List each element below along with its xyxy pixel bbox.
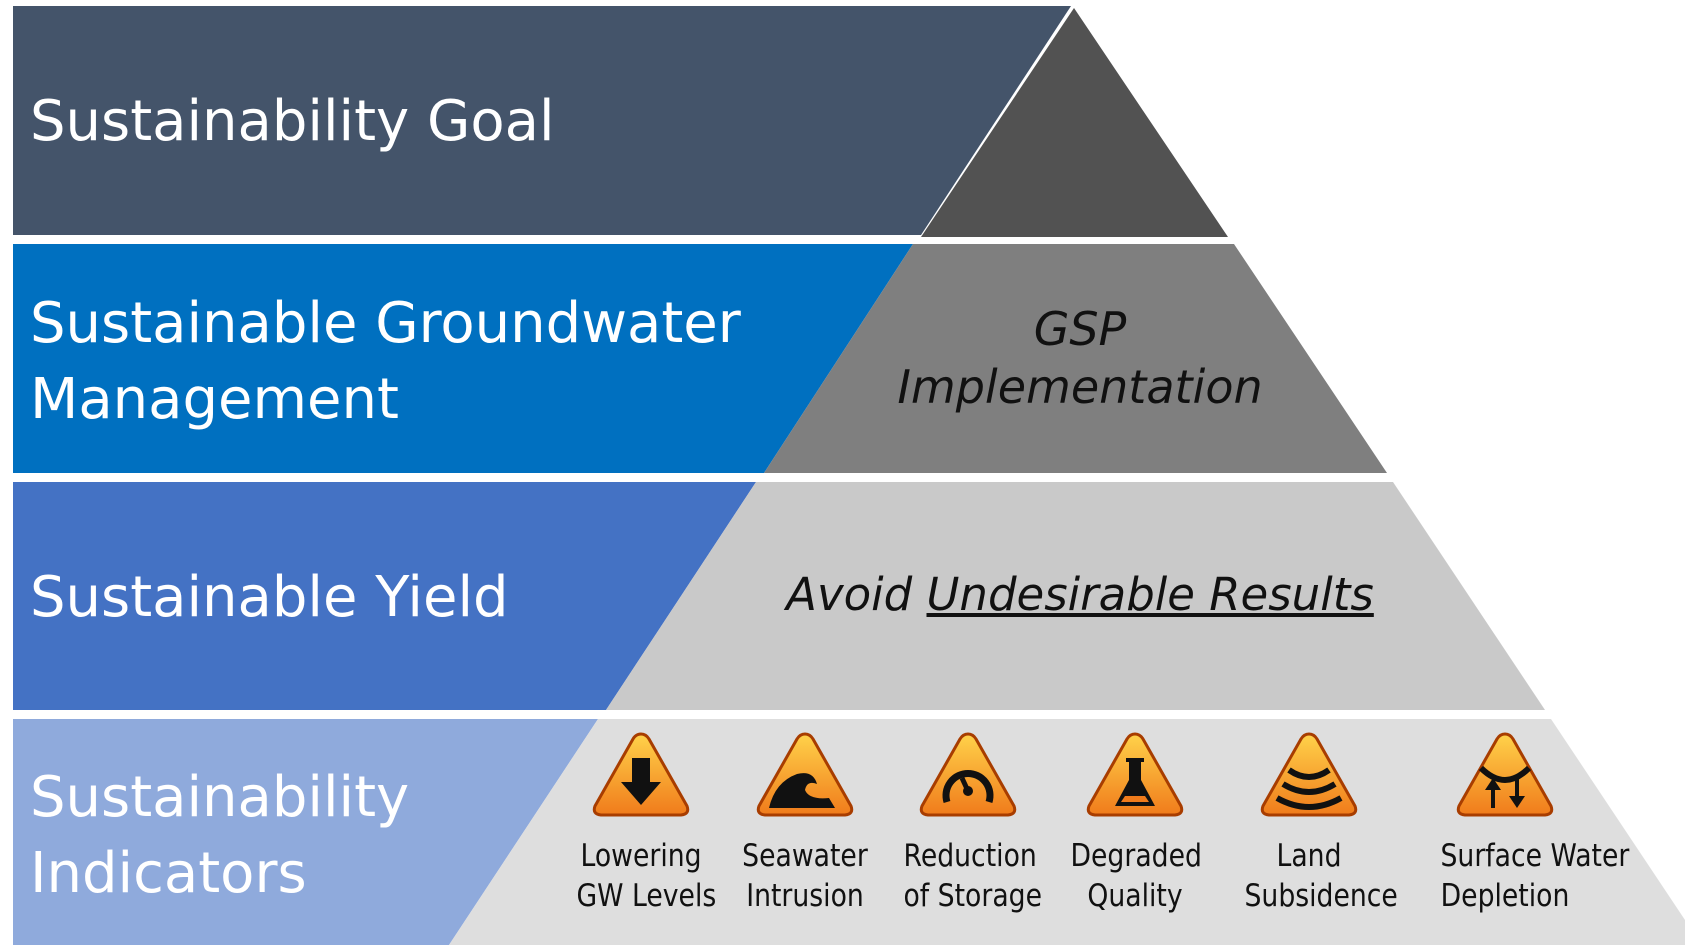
row-label-indicators: Sustainability Indicators [30, 760, 409, 912]
avoid-undesirable-results-text: Avoid Undesirable Results [760, 566, 1400, 624]
indicator-label-line: Intrusion [746, 878, 864, 914]
yield-label: Sustainable Yield [30, 565, 509, 630]
flask-icon [1086, 732, 1184, 817]
arrow-down-icon [592, 732, 690, 817]
indicator-label-line: Subsidence [1244, 878, 1398, 914]
indicator-label-line: Degraded [1070, 838, 1202, 874]
indicator-label: Seawater Intrusion [741, 836, 870, 916]
wave-icon [756, 732, 854, 817]
indicator-seawater-intrusion: Seawater Intrusion [730, 730, 880, 916]
avoid-text: Avoid [786, 568, 913, 621]
indicator-label: Reduction of Storage [903, 836, 1042, 916]
gsp-implementation-text: GSP Implementation [870, 300, 1290, 416]
goal-label: Sustainability Goal [30, 89, 555, 154]
management-band [13, 244, 913, 473]
indicator-surface-water-depletion: Surface Water Depletion [1430, 730, 1630, 916]
indicator-lowering-gw-levels: Lowering GW Levels [566, 730, 716, 916]
indicator-label-line: Reduction [903, 838, 1037, 874]
indicator-reduction-of-storage: Reduction of Storage [893, 730, 1043, 916]
indicator-label: Surface Water Depletion [1440, 836, 1630, 916]
row-label-goal: Sustainability Goal [30, 84, 555, 160]
pyramid-second-tier [764, 244, 1387, 473]
indicator-label: Land Subsidence [1244, 836, 1398, 916]
row-label-management: Sustainable Groundwater Management [30, 286, 741, 438]
indicators-label-line1: Sustainability [30, 765, 410, 830]
pyramid-third-tier [606, 482, 1545, 710]
gauge-icon [919, 732, 1017, 817]
indicator-land-subsidence: Land Subsidence [1234, 730, 1398, 916]
indicator-label-line: of Storage [903, 878, 1042, 914]
indicator-label-line: Land [1276, 838, 1342, 874]
indicator-label-line: GW Levels [576, 878, 717, 914]
indicator-label-line: Surface Water [1440, 838, 1630, 874]
indicator-label-line: Seawater [742, 838, 868, 874]
pyramid-base-tier [449, 719, 1685, 945]
management-label-line1: Sustainable Groundwater [30, 291, 741, 356]
indicators-band [13, 719, 598, 945]
indicator-label: Lowering GW Levels [576, 836, 717, 916]
pyramid-top-tier [921, 8, 1228, 237]
goal-band [13, 6, 1071, 235]
depletion-icon [1456, 732, 1554, 817]
undesirable-results-text: Undesirable Results [926, 568, 1374, 621]
gsp-text: GSP [1033, 302, 1127, 356]
subsidence-icon [1260, 732, 1358, 817]
management-label-line2: Management [30, 367, 399, 432]
indicator-label: Degraded Quality [1070, 836, 1202, 916]
yield-band [13, 482, 756, 710]
implementation-text: Implementation [897, 360, 1263, 414]
row-label-yield: Sustainable Yield [30, 560, 509, 636]
indicator-label-line: Depletion [1440, 878, 1570, 914]
indicator-label-line: Quality [1087, 878, 1183, 914]
indicators-label-line2: Indicators [30, 841, 307, 906]
indicator-label-line: Lowering [580, 838, 702, 874]
indicator-degraded-quality: Degraded Quality [1060, 730, 1210, 916]
